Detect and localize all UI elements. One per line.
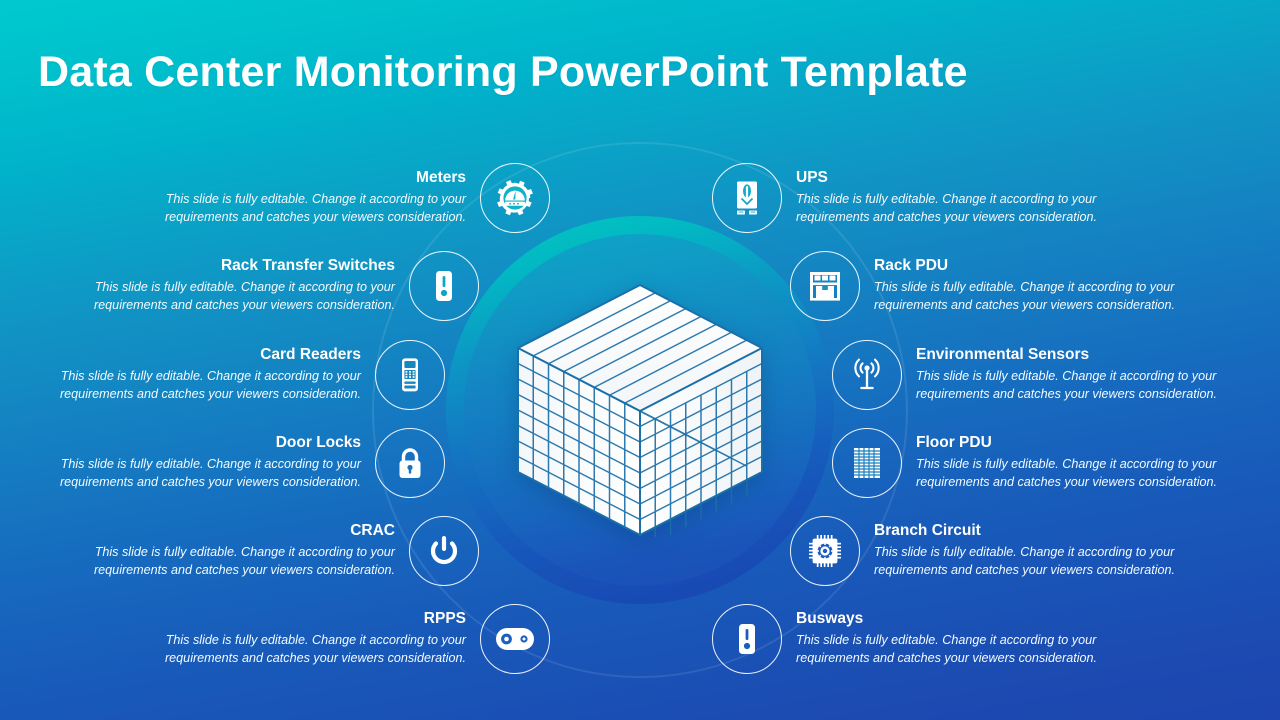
feature-title: Rack Transfer Switches	[220, 256, 395, 274]
feature-item-environmental-sensors[interactable]: Environmental Sensors This slide is full…	[832, 340, 1232, 410]
feature-description: This slide is fully editable. Change it …	[796, 192, 1098, 225]
feature-title: Rack PDU	[874, 256, 949, 274]
feature-description: This slide is fully editable. Change it …	[164, 192, 466, 225]
feature-title: CRAC	[350, 521, 395, 539]
feature-item-floor-pdu[interactable]: Floor PDU This slide is fully editable. …	[832, 428, 1232, 498]
feature-title: Card Readers	[260, 345, 361, 363]
grid-panel-icon[interactable]	[832, 428, 902, 498]
feature-item-crac[interactable]: CRAC This slide is fully editable. Chang…	[79, 516, 479, 586]
power-button-icon[interactable]	[409, 516, 479, 586]
ups-unit-icon[interactable]	[712, 163, 782, 233]
switch-device-icon[interactable]	[712, 604, 782, 674]
feature-description: This slide is fully editable. Change it …	[874, 545, 1176, 578]
antenna-signal-icon[interactable]	[832, 340, 902, 410]
feature-title: RPPS	[423, 609, 466, 627]
page-title: Data Center Monitoring PowerPoint Templa…	[38, 48, 968, 96]
feature-title: Floor PDU	[916, 433, 992, 451]
outer-thin-ring	[372, 142, 908, 678]
isometric-data-cube	[516, 283, 764, 537]
feature-description: This slide is fully editable. Change it …	[916, 457, 1218, 490]
feature-description: This slide is fully editable. Change it …	[796, 633, 1098, 666]
feature-item-ups[interactable]: UPS This slide is fully editable. Change…	[712, 163, 1112, 233]
feature-item-meters[interactable]: Meters This slide is fully editable. Cha…	[150, 163, 550, 233]
feature-description: This slide is fully editable. Change it …	[59, 457, 361, 490]
feature-title: Busways	[796, 609, 864, 627]
feature-item-door-locks[interactable]: Door Locks This slide is fully editable.…	[45, 428, 445, 498]
feature-description: This slide is fully editable. Change it …	[874, 280, 1176, 313]
feature-item-rack-pdu[interactable]: Rack PDU This slide is fully editable. C…	[790, 251, 1190, 321]
feature-description: This slide is fully editable. Change it …	[59, 369, 361, 402]
feature-title: Branch Circuit	[874, 521, 981, 539]
cpu-chip-icon[interactable]	[790, 516, 860, 586]
rack-shelf-icon[interactable]	[790, 251, 860, 321]
feature-title: UPS	[796, 168, 828, 186]
feature-description: This slide is fully editable. Change it …	[93, 545, 395, 578]
feature-item-branch-circuit[interactable]: Branch Circuit This slide is fully edita…	[790, 516, 1190, 586]
card-reader-icon[interactable]	[375, 340, 445, 410]
toggle-switch-icon[interactable]	[480, 604, 550, 674]
feature-item-busways[interactable]: Busways This slide is fully editable. Ch…	[712, 604, 1112, 674]
feature-item-card-readers[interactable]: Card Readers This slide is fully editabl…	[45, 340, 445, 410]
gear-meter-icon[interactable]	[480, 163, 550, 233]
feature-description: This slide is fully editable. Change it …	[916, 369, 1218, 402]
feature-item-rack-transfer-switches[interactable]: Rack Transfer Switches This slide is ful…	[79, 251, 479, 321]
switch-device-icon[interactable]	[409, 251, 479, 321]
feature-item-rpps[interactable]: RPPS This slide is fully editable. Chang…	[150, 604, 550, 674]
feature-title: Door Locks	[275, 433, 361, 451]
feature-description: This slide is fully editable. Change it …	[93, 280, 395, 313]
feature-description: This slide is fully editable. Change it …	[164, 633, 466, 666]
feature-title: Meters	[416, 168, 466, 186]
padlock-icon[interactable]	[375, 428, 445, 498]
feature-title: Environmental Sensors	[916, 345, 1090, 363]
